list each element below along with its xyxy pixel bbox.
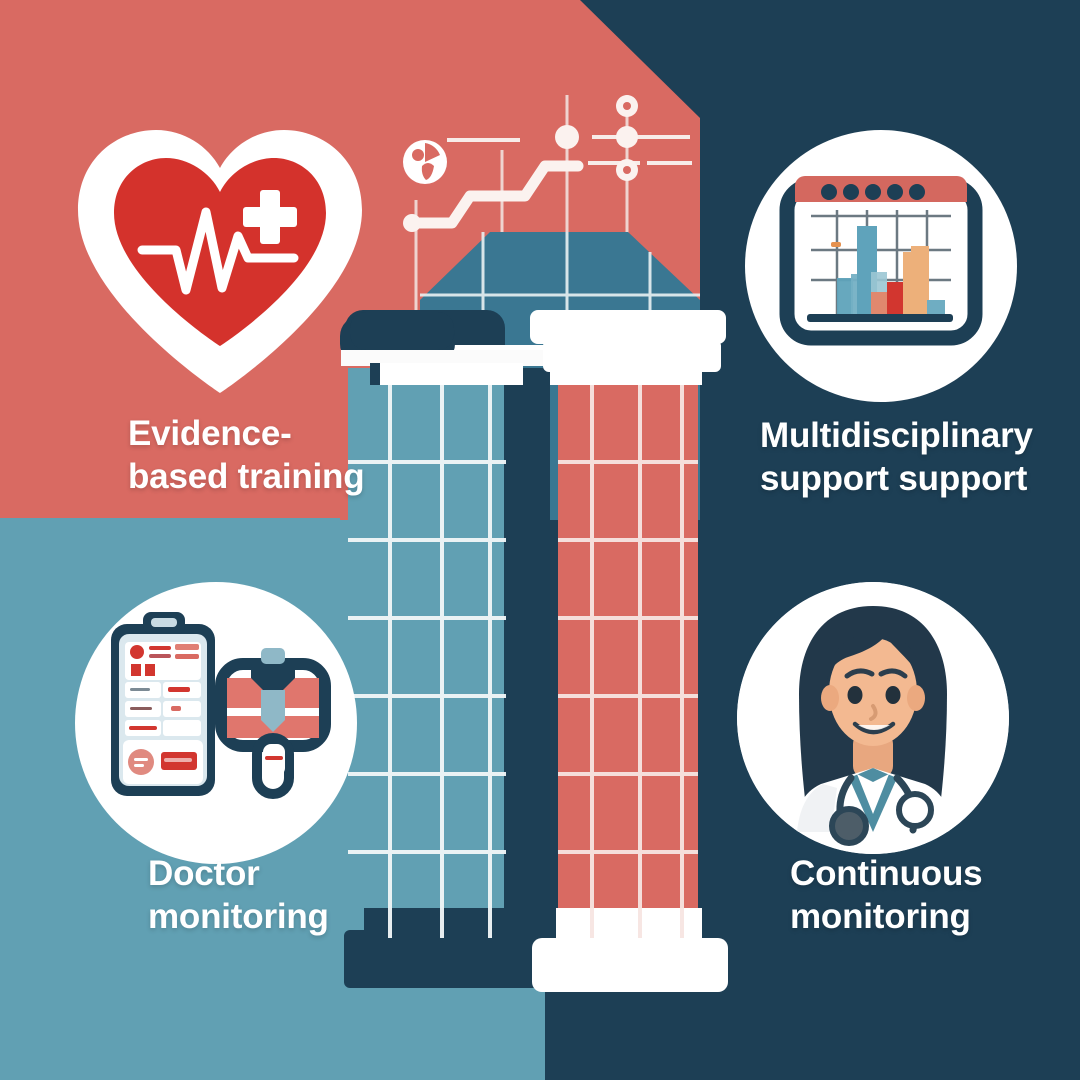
label-doctor-monitoring: Doctor monitoring [148, 854, 329, 936]
clock-badge-icon [403, 140, 447, 184]
right-pillar [530, 310, 728, 992]
left-pillar [340, 310, 556, 988]
mini-bars [837, 226, 945, 316]
clipboard-medical-kit-icon [75, 582, 357, 864]
female-doctor-avatar-icon [737, 582, 1009, 854]
label-multidisciplinary-support: Multidisciplinary support support [760, 416, 1033, 498]
medical-cross-icon [243, 190, 297, 244]
heart-ecg-icon [78, 130, 362, 393]
label-evidence-based-training: Evidence- based training [128, 414, 365, 496]
label-continuous-monitoring: Continuous monitoring [790, 854, 983, 936]
medical-bag [215, 648, 331, 799]
calendar-bar-chart-icon [745, 130, 1017, 402]
